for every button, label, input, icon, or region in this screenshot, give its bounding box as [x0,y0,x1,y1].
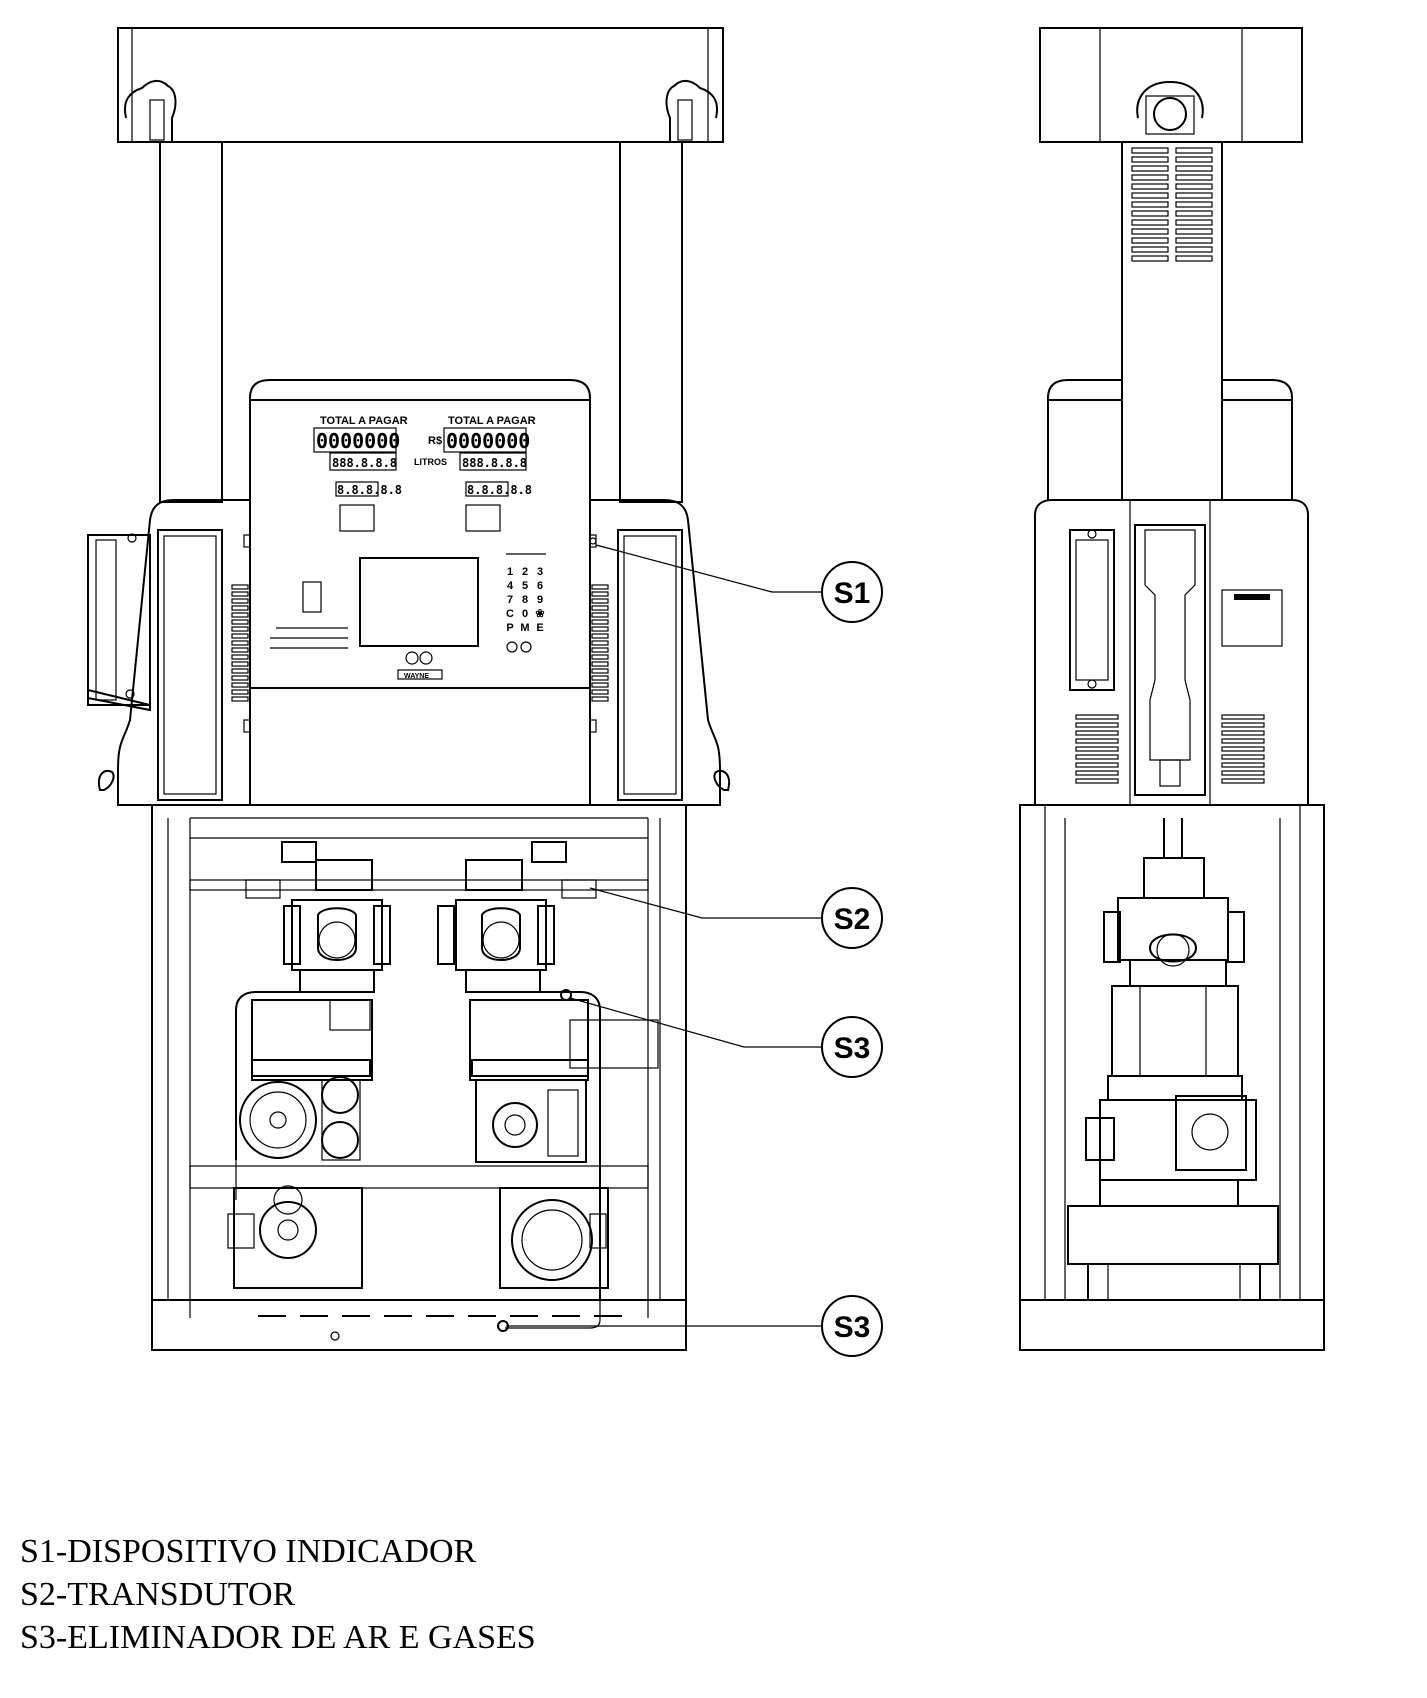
leader-S1 [595,544,822,593]
column-left [159,141,223,503]
leader-S3a [569,997,822,1048]
keypad-key: 2 [522,566,528,578]
body-side-right [589,499,721,806]
legend-item-s3: S3-ELIMINADOR DE AR E GASES [20,1619,536,1656]
callout-S1 [821,561,883,623]
keypad-key: M [520,622,529,634]
meter-left [245,841,391,993]
leader-S2 [589,887,822,919]
callout-S3b-label: S3 [834,1311,871,1344]
top-canopy [117,27,724,143]
motor-left [227,1185,363,1289]
keypad-key: 7 [507,594,513,606]
side-nozzle-boot [1134,524,1206,796]
side-info-plate [1221,589,1283,647]
vent-slots-right [591,584,609,702]
brand-badge [397,669,443,680]
nozzle-boot-left [157,529,223,801]
keypad-key: 9 [537,594,543,606]
keypad-key: P [506,622,513,634]
body-side-left [117,499,251,806]
technical-drawing: TOTAL A PAGAR 0000000 888.8.8.8 8.8.8.8.… [87,27,1325,1357]
side-base [1019,1299,1325,1351]
brand-badge-text: WAYNE [404,673,429,680]
display-right-volume-unit: LITROS [414,457,447,467]
callout-S2 [821,887,883,949]
keypad-key: 8 [522,594,528,606]
display-left-price: 8.8.8.8.8 [337,483,402,497]
display-left-title: TOTAL A PAGAR [320,415,408,427]
legend-item-s1: S1-DISPOSITIVO INDICADOR [20,1533,477,1570]
display-right-volume: 888.8.8.8 [462,456,527,470]
display-head [249,379,591,806]
side-meter [1103,818,1245,987]
callouts: S1 S2 S3 S3 [506,544,883,1357]
front-view: TOTAL A PAGAR 0000000 888.8.8.8 8.8.8.8.… [87,27,730,1351]
nozzle-boot-right [617,529,683,801]
keypad-key: 3 [537,566,543,578]
legend: S1-DISPOSITIVO INDICADOR S2-TRANSDUTOR S… [20,1530,536,1659]
base-plinth [151,1299,687,1351]
column-right [619,141,683,503]
pump-left [235,991,373,1161]
keypad-key: ❀ [535,608,544,620]
callout-S1-label: S1 [834,577,871,610]
keypad-key: 6 [537,580,543,592]
meter-right [437,841,597,993]
keypad-key: C [506,608,514,620]
callout-S3a [821,1016,883,1078]
display-left-volume: 888.8.8.8 [332,456,397,470]
display-left-amount: 0000000 [316,429,400,453]
canopy-bracket-left [124,80,177,142]
keypad-key: 1 [507,566,513,578]
card-slot [302,581,322,613]
keypad-key: 0 [522,608,528,620]
side-body [1034,499,1309,806]
keypad-key: 5 [522,580,528,592]
display-right-title: TOTAL A PAGAR [448,415,536,427]
side-view [1019,27,1325,1351]
motor-right [499,1187,609,1289]
display-right-amount: 0000000 [446,429,530,453]
keypad-key: 4 [507,580,514,592]
side-motor [1067,1205,1279,1301]
pump-right [469,991,659,1300]
legend-item-s2: S2-TRANSDUTOR [20,1576,296,1613]
canopy-bracket-right [665,80,718,142]
callout-S3a-label: S3 [834,1032,871,1065]
center-screen [359,557,479,647]
side-canopy [1039,27,1303,143]
display-right-currency: R$ [428,435,442,447]
callout-S3b [821,1295,883,1357]
air-eliminator-box [569,1019,659,1069]
callout-S2-label: S2 [834,903,871,936]
vent-slots-left [231,584,249,702]
keypad-key: E [536,622,543,634]
button-left [339,504,375,532]
display-right-price: 8.8.8.8.8 [467,483,532,497]
side-column [1121,141,1223,501]
hydraulic-cabinet [151,804,687,1351]
side-pump [1085,985,1257,1207]
button-right [465,504,501,532]
